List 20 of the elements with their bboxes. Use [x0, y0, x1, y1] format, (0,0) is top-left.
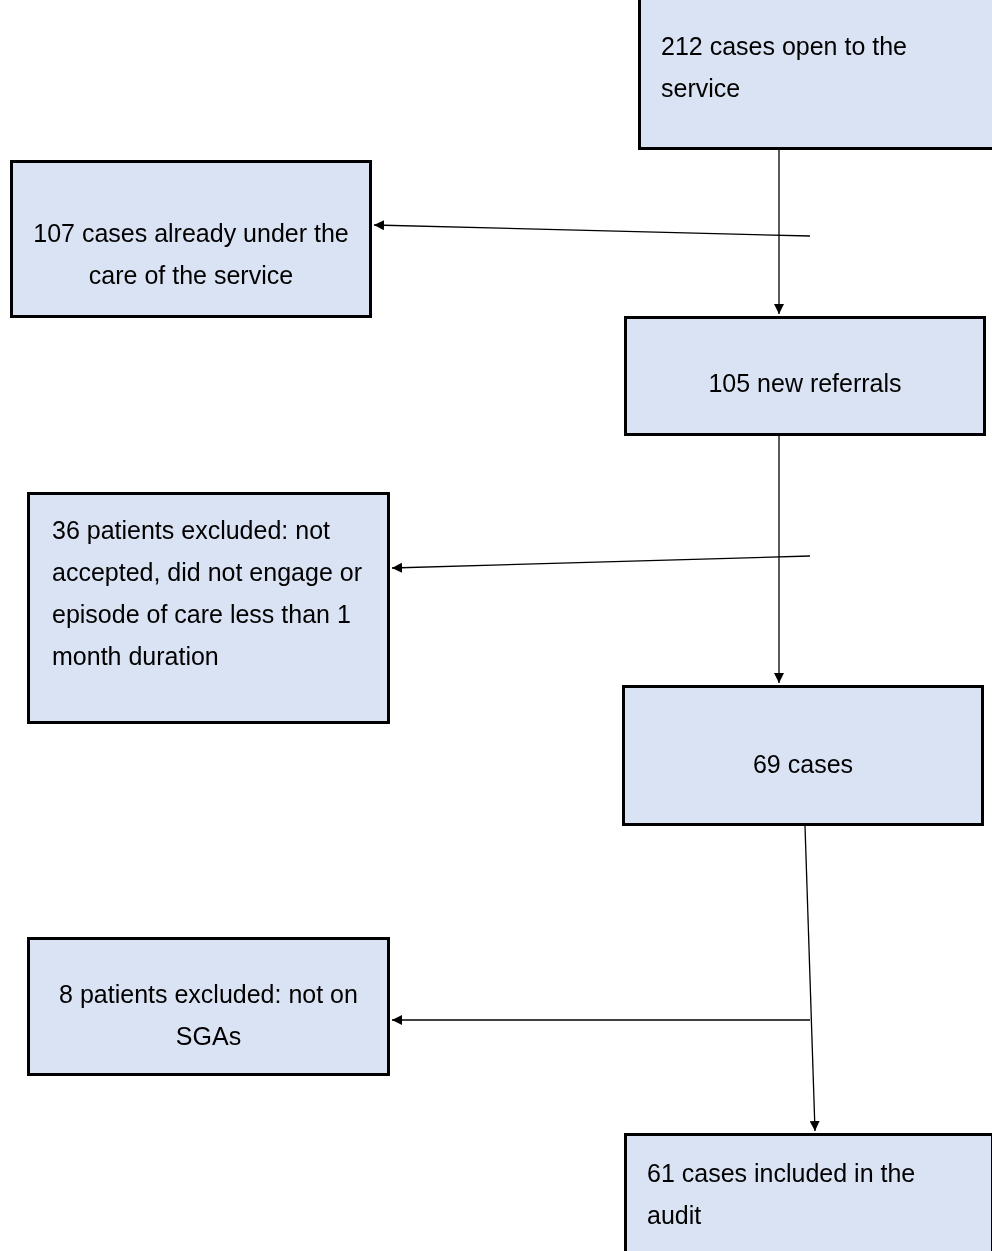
- arrow: [391, 555, 811, 573]
- box-text: 8 patients excluded: not on SGAs: [58, 978, 359, 1052]
- process-box: [10, 160, 372, 318]
- box-text: 36 patients excluded: not accepted, did not engage or episode of care less than 1 month duration: [52, 515, 363, 672]
- arrow: [391, 1015, 811, 1025]
- box-text: 212 cases open to the service: [661, 31, 909, 104]
- box-text: 61 cases included in the audit: [647, 1158, 917, 1231]
- box-text: 105 new referrals: [708, 368, 902, 399]
- process-box: [27, 937, 390, 1076]
- box-text: 69 cases: [752, 748, 854, 780]
- process-box: [638, 0, 992, 150]
- arrow: [804, 825, 820, 1132]
- arrow: [373, 220, 811, 237]
- process-box: [624, 316, 986, 436]
- arrow: [774, 435, 784, 684]
- arrow: [774, 149, 784, 315]
- process-box: [27, 492, 390, 724]
- box-text: 107 cases already under the care of the service: [32, 218, 350, 291]
- process-box: [624, 1133, 992, 1251]
- process-box: [622, 685, 984, 826]
